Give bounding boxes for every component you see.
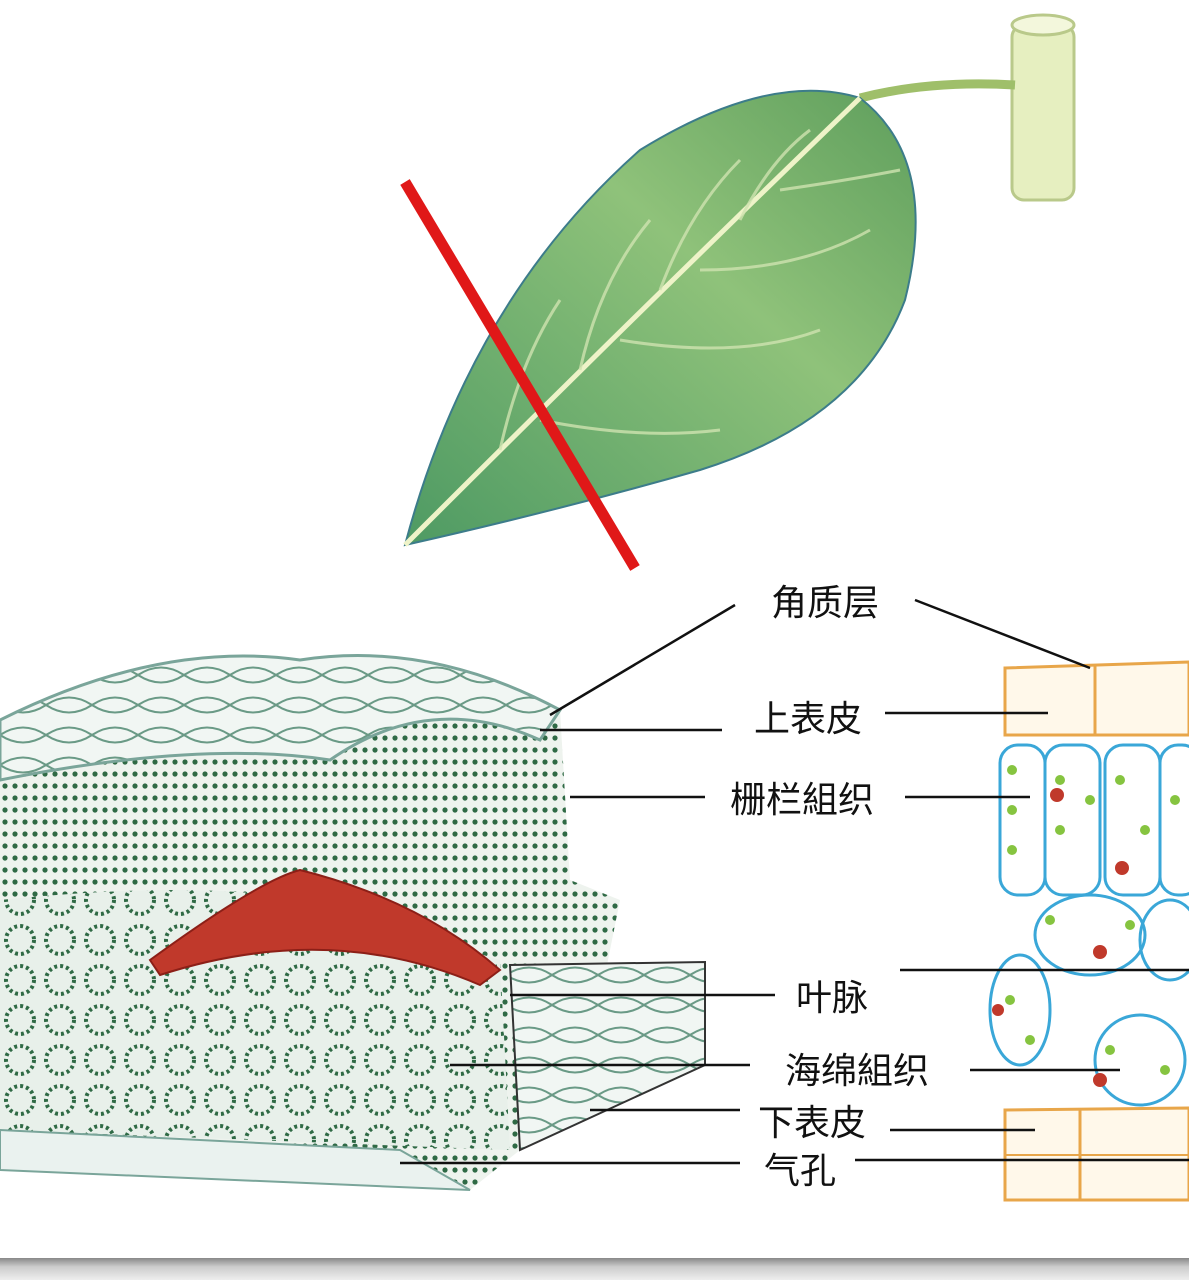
label-stoma: 气孔 <box>763 1151 837 1192</box>
leaf-block-section <box>0 654 706 1191</box>
cut-line <box>400 179 640 571</box>
label-lower-epidermis: 下表皮 <box>757 1103 867 1144</box>
leader-lines <box>400 598 1189 1165</box>
label-vein: 叶脉 <box>795 978 869 1019</box>
label-cuticle: 角质层 <box>770 583 880 624</box>
label-palisade-tissue: 栅栏組织 <box>729 780 875 821</box>
label-spongy-tissue: 海绵組织 <box>784 1051 930 1092</box>
twig <box>1010 13 1076 202</box>
label-upper-epidermis: 上表皮 <box>753 699 863 740</box>
leaf-cross-section <box>988 660 1189 1202</box>
vein <box>148 868 502 987</box>
bottom-border <box>0 1258 1189 1280</box>
leaf <box>403 79 1016 547</box>
